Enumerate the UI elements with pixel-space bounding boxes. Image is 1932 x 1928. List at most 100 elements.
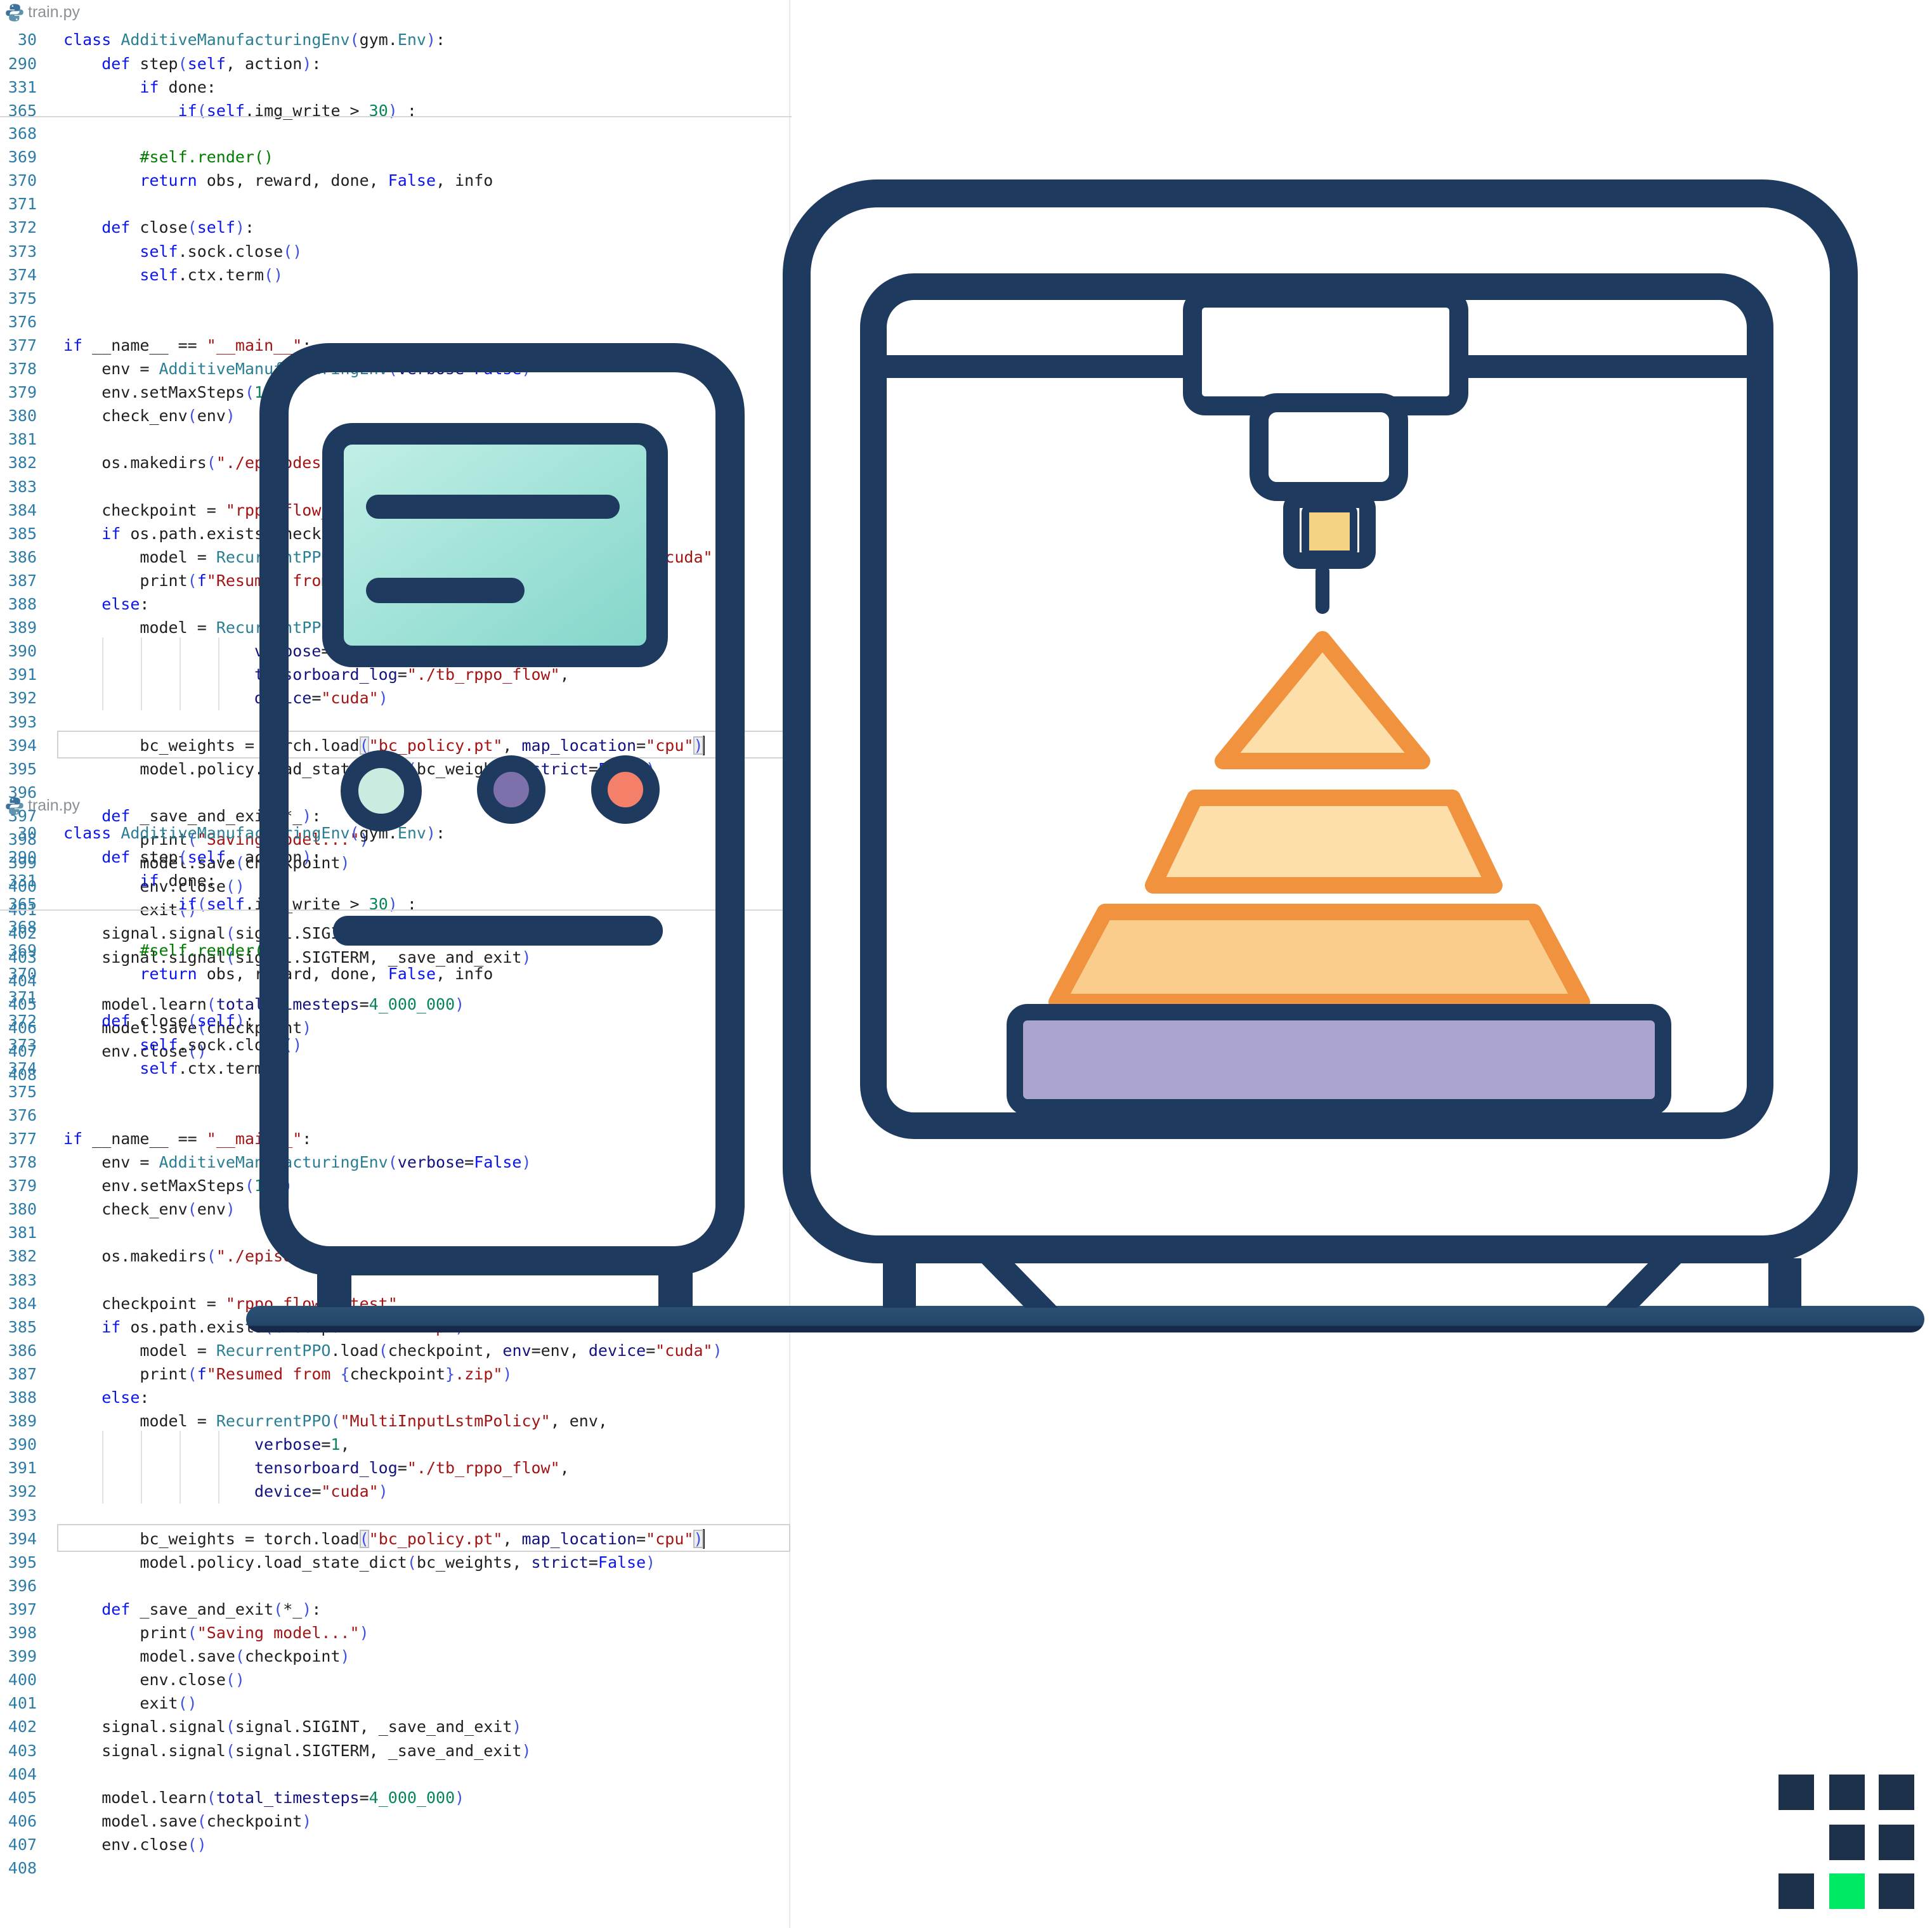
code-line[interactable]: 381 (0, 427, 799, 451)
printer-leg-right-slant (1605, 1258, 1686, 1308)
code-token: map_location (521, 1529, 637, 1548)
code-token: step (140, 848, 178, 866)
code-token: f (197, 1364, 207, 1383)
code-token: model. (140, 854, 197, 873)
code-token: print (140, 571, 188, 590)
code-line[interactable]: 376 (0, 1104, 799, 1127)
code-line[interactable]: 393 (0, 1504, 799, 1527)
code-token: close (178, 877, 226, 896)
line-number: 30 (17, 30, 37, 49)
code-line[interactable]: 368 (0, 915, 799, 939)
code-token: #self.render() (140, 941, 274, 960)
code-line[interactable]: 371 (0, 986, 799, 1009)
control-panel-printer-icon (259, 343, 745, 1307)
code-token: Env (397, 824, 426, 842)
pyramid-middle (1145, 790, 1503, 894)
code-line[interactable]: 404 (0, 1762, 799, 1786)
code-token: ) (340, 854, 350, 873)
filament-needle (1315, 564, 1329, 614)
code-line[interactable]: 369#self.render() (0, 939, 799, 962)
tab-label[interactable]: train.py (28, 797, 80, 814)
code-line[interactable]: 375 (0, 1080, 799, 1104)
code-token: "MultiInputLstmPolicy" (340, 1412, 551, 1431)
code-line[interactable]: 383 (0, 475, 799, 498)
line-number: 391 (8, 665, 37, 684)
line-number: 406 (8, 1018, 37, 1037)
code-token: ( (359, 736, 369, 755)
line-number: 376 (8, 1105, 37, 1124)
code-token: setMaxSteps (140, 1176, 245, 1195)
code-line[interactable]: 408 (0, 1063, 799, 1086)
code-token: = (397, 665, 407, 684)
device-screen (322, 423, 668, 667)
code-token: self (140, 265, 178, 284)
line-number: 371 (8, 988, 37, 1007)
code-line[interactable]: 368 (0, 122, 799, 145)
code-line[interactable]: 376 (0, 310, 799, 334)
code-line[interactable]: 375 (0, 287, 799, 310)
code-line[interactable]: 369#self.render() (0, 145, 799, 169)
code-token: , info (436, 965, 493, 984)
code-token: ) (302, 55, 312, 73)
code-line[interactable]: 381 (0, 1221, 799, 1244)
code-token: ) (693, 736, 703, 755)
line-number: 383 (8, 477, 37, 496)
code-line[interactable]: 408 (0, 1856, 799, 1880)
code-line[interactable]: 396 (0, 1574, 799, 1598)
code-text: def step(self, action): (37, 55, 321, 73)
code-line[interactable]: 371 (0, 192, 799, 216)
line-number: 405 (8, 994, 37, 1013)
code-token: signal. (101, 1717, 169, 1736)
code-token: = (359, 1788, 369, 1807)
code-token: ( (197, 1018, 207, 1037)
line-number: 393 (8, 712, 37, 731)
line-number: 290 (8, 848, 37, 866)
code-line[interactable]: 383 (0, 1268, 799, 1292)
code-text: return obs, reward, done, False, info (37, 171, 493, 190)
code-token: : (140, 595, 150, 613)
code-line[interactable]: 393 (0, 710, 799, 734)
code-token: ( (273, 1599, 284, 1619)
code-line[interactable]: 404 (0, 969, 799, 993)
tab-label[interactable]: train.py (28, 3, 80, 21)
